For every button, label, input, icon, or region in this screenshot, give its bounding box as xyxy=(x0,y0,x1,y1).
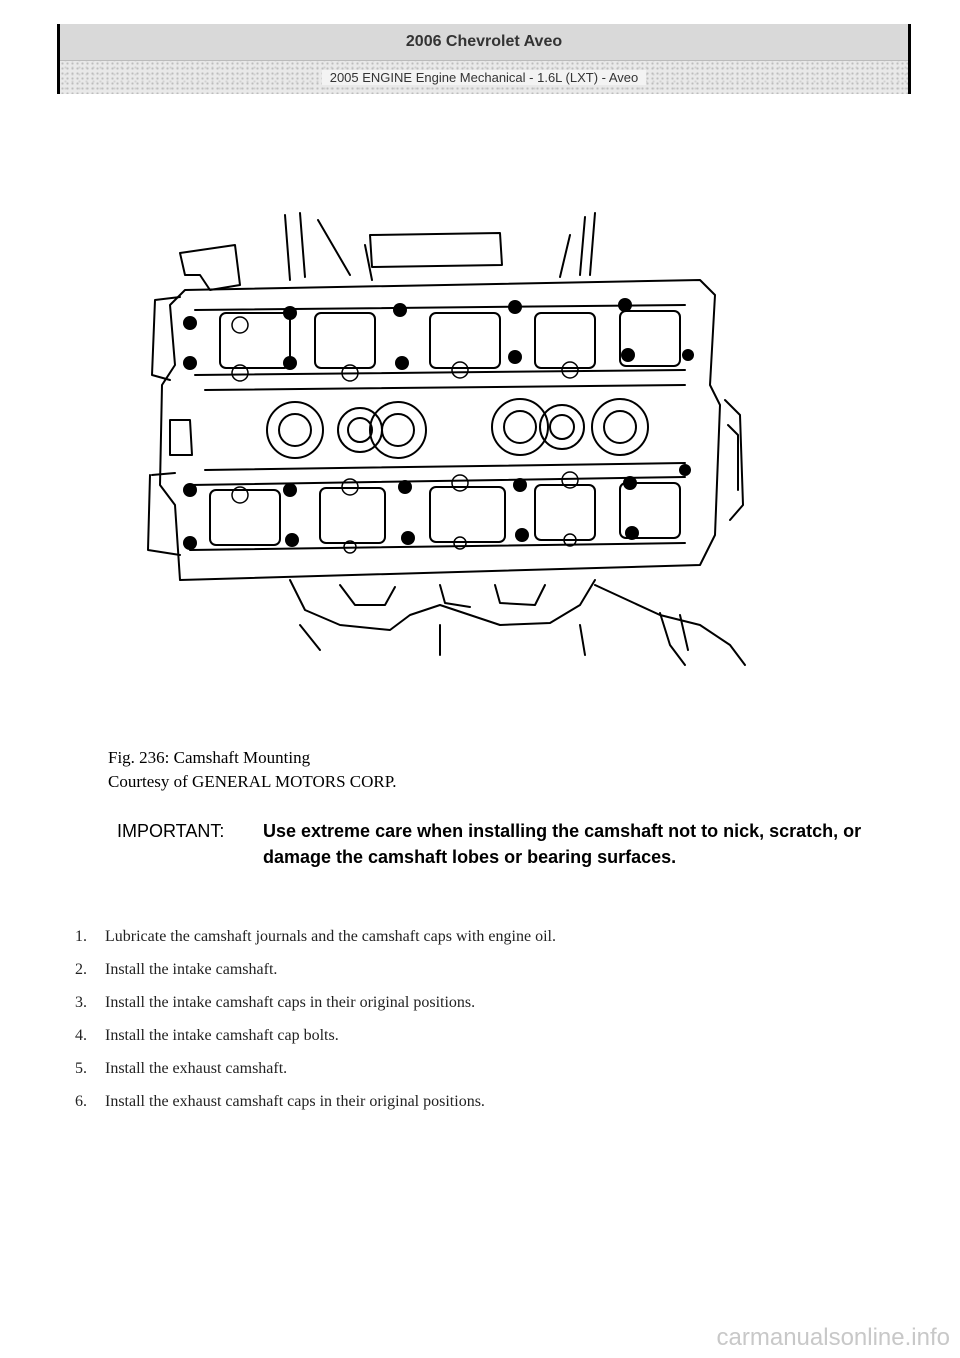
step-text: Lubricate the camshaft journals and the … xyxy=(105,927,556,945)
procedure-steps: 1. Lubricate the camshaft journals and th… xyxy=(75,920,895,1118)
step-number: 3. xyxy=(75,993,87,1011)
step-text: Install the intake camshaft caps in thei… xyxy=(105,993,476,1011)
document-subtitle: 2005 ENGINE Engine Mechanical - 1.6L (LX… xyxy=(321,70,647,85)
important-label: IMPORTANT: xyxy=(117,821,225,841)
step-number: 4. xyxy=(75,1026,87,1044)
figure-caption-credit: Courtesy of GENERAL MOTORS CORP. xyxy=(108,772,397,791)
step-text: Install the exhaust camshaft. xyxy=(105,1059,288,1077)
site-watermark: carmanualsonline.info xyxy=(716,1324,950,1351)
step-item: 1. Lubricate the camshaft journals and th… xyxy=(75,920,895,953)
step-item: 5. Install the exhaust camshaft. xyxy=(75,1052,895,1085)
step-text: Install the intake camshaft. xyxy=(105,960,278,978)
step-number: 6. xyxy=(75,1092,87,1110)
document-header: 2006 Chevrolet Aveo 2005 ENGINE Engine M… xyxy=(57,24,911,94)
important-text: Use extreme care when installing the cam… xyxy=(263,821,862,867)
step-number: 1. xyxy=(75,927,87,945)
figure-caption-title: Fig. 236: Camshaft Mounting xyxy=(108,748,311,767)
step-item: 4. Install the intake camshaft cap bolts. xyxy=(75,1019,895,1052)
figure-caption: Fig. 236: Camshaft Mounting Courtesy of … xyxy=(108,746,397,794)
step-number: 5. xyxy=(75,1059,87,1077)
camshaft-mounting-illustration xyxy=(140,205,760,675)
document-subtitle-band: 2005 ENGINE Engine Mechanical - 1.6L (LX… xyxy=(60,61,908,94)
step-item: 6. Install the exhaust camshaft caps in t… xyxy=(75,1085,895,1118)
step-number: 2. xyxy=(75,960,87,978)
step-text: Install the intake camshaft cap bolts. xyxy=(105,1026,339,1044)
step-text: Install the exhaust camshaft caps in the… xyxy=(105,1092,485,1110)
document-title: 2006 Chevrolet Aveo xyxy=(60,24,908,61)
step-item: 3. Install the intake camshaft caps in th… xyxy=(75,986,895,1019)
step-item: 2. Install the intake camshaft. xyxy=(75,953,895,986)
